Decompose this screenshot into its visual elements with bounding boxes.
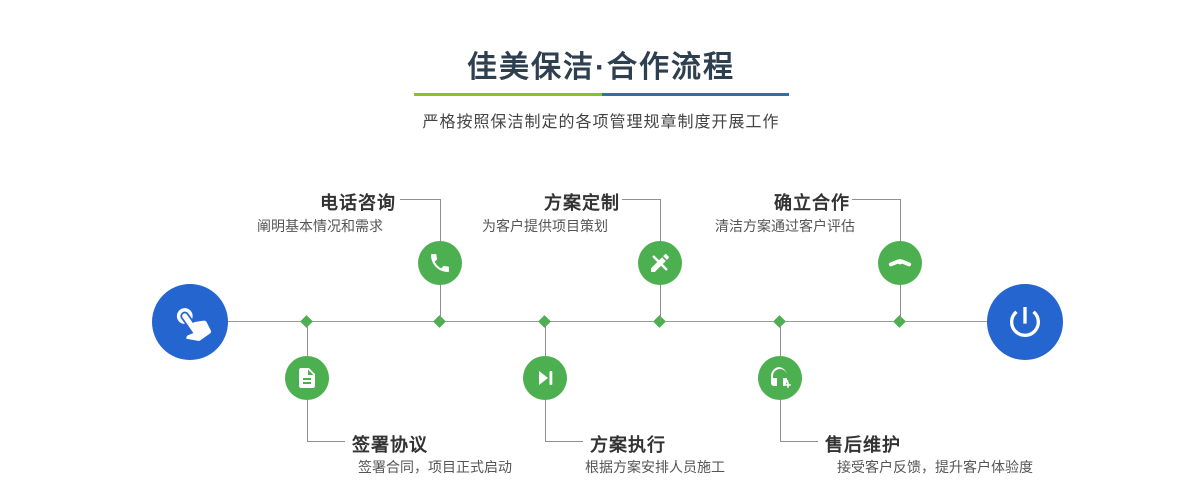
step-icon-circle <box>878 241 922 285</box>
phone-icon <box>428 251 452 275</box>
step-desc: 接受客户反馈，提升客户体验度 <box>837 459 1033 475</box>
step-desc: 签署合同，项目正式启动 <box>358 459 512 475</box>
connector-line <box>852 199 900 200</box>
connector-line <box>440 285 441 322</box>
step-icon-circle <box>285 356 329 400</box>
connector-line <box>440 199 441 241</box>
power-icon <box>1005 302 1045 342</box>
page-title: 佳美保洁·合作流程 <box>467 51 735 84</box>
connector-line <box>307 441 345 442</box>
design-tools-icon <box>648 251 672 275</box>
connector-line <box>660 199 661 241</box>
contract-icon <box>295 366 319 390</box>
timeline-start-node <box>152 284 228 360</box>
connector-line <box>545 400 546 441</box>
pointing-hand-icon <box>169 301 212 343</box>
connector-line <box>660 285 661 322</box>
step-title: 售后维护 <box>825 435 901 455</box>
step-title: 签署协议 <box>352 435 428 455</box>
handshake-icon <box>887 250 913 276</box>
step-title: 方案定制 <box>544 193 620 213</box>
step-desc: 阐明基本情况和需求 <box>257 218 383 234</box>
title-underline <box>414 93 789 96</box>
step-icon-circle <box>418 241 462 285</box>
step-title: 电话咨询 <box>320 193 396 213</box>
connector-line <box>545 323 546 356</box>
connector-line <box>780 323 781 356</box>
step-title: 确立合作 <box>774 193 850 213</box>
play-icon <box>533 366 557 390</box>
page-subtitle: 严格按照保洁制定的各项管理规章制度开展工作 <box>422 114 780 131</box>
step-desc: 为客户提供项目策划 <box>482 218 608 234</box>
connector-line <box>900 199 901 241</box>
connector-line <box>780 441 818 442</box>
connector-line <box>400 199 440 200</box>
step-icon-circle <box>523 356 567 400</box>
timeline-line <box>190 321 1025 322</box>
connector-line <box>545 441 583 442</box>
connector-line <box>780 400 781 441</box>
connector-line <box>307 323 308 356</box>
underline-green-segment <box>414 93 602 96</box>
step-desc: 根据方案安排人员施工 <box>585 459 725 475</box>
step-desc: 清洁方案通过客户评估 <box>715 218 855 234</box>
connector-line <box>307 400 308 441</box>
connector-line <box>900 285 901 322</box>
headset-icon <box>768 366 792 390</box>
step-icon-circle <box>758 356 802 400</box>
timeline-end-node <box>987 284 1063 360</box>
underline-blue-segment <box>601 93 789 96</box>
step-icon-circle <box>638 241 682 285</box>
connector-line <box>622 199 660 200</box>
step-title: 方案执行 <box>590 435 666 455</box>
